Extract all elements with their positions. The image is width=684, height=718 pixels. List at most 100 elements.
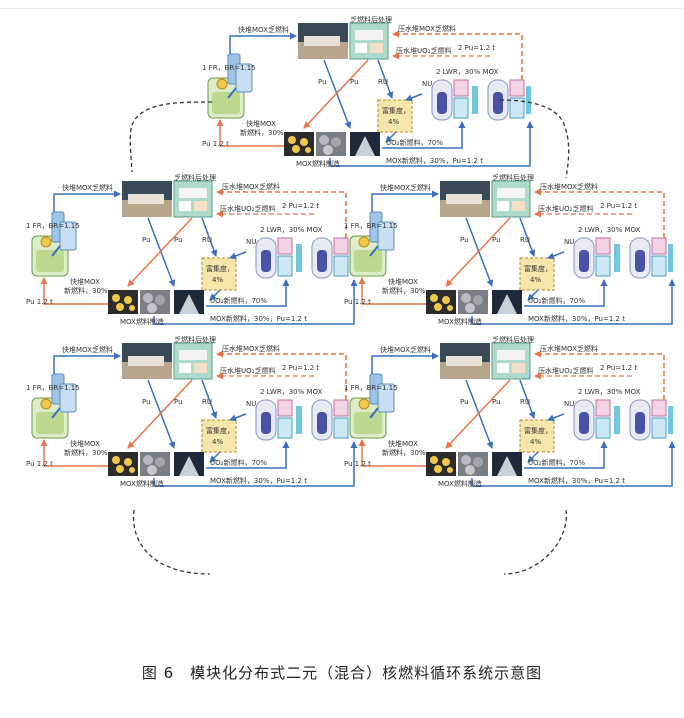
label-enrich-line1: 富集度， [206,264,234,273]
label-lwr-uo2-spent: 压水堆UO₂乏燃料 [396,46,451,55]
label-fr-label: 1 FR，BR=1.15 [344,222,398,230]
label-pu2: Pu [492,398,501,406]
label-pu-ratio: 2 Pu=1.2 t [282,202,319,210]
label-pu1: Pu [460,236,469,244]
label-ru: RU [202,236,212,244]
label-fast-mox-spent: 快堆MOX乏燃料 [62,345,113,354]
label-fast-fresh-line2: 新燃料，30% [64,448,108,457]
label-reprocess-plant: 乏燃料后处理 [492,173,534,182]
label-lwr-label: 2 LWR，30% MOX [260,388,323,396]
label-pu-amount: Pu 1.2 t [202,140,229,148]
label-fr-label: 1 FR，BR=1.15 [202,64,256,72]
label-lwr-uo2-spent: 压水堆UO₂乏燃料 [220,366,275,375]
label-fr-label: 1 FR，BR=1.15 [26,384,80,392]
label-fast-fresh-line2: 新燃料，30% [382,448,426,457]
label-pu-amount: Pu 1.2 t [26,298,53,306]
label-pu-ratio: 2 Pu=1.2 t [282,364,319,372]
label-enrich-line1: 富集度， [524,426,552,435]
label-uo2-fresh: UO₂新燃料，70% [386,138,443,147]
label-pu2: Pu [174,236,183,244]
label-uo2-fresh: UO₂新燃料，70% [210,458,267,467]
label-fast-mox-spent: 快堆MOX乏燃料 [238,25,289,34]
label-ru: RU [202,398,212,406]
label-mox-fab: MOX燃料制造 [120,479,164,488]
label-enrich-line1: 富集度， [206,426,234,435]
label-fast-fresh-line2: 新燃料，30% [64,286,108,295]
label-fast-fresh-line1: 快堆MOX [70,277,100,286]
label-nu: NU [246,238,256,246]
label-ru: RU [378,78,388,86]
label-fast-fresh-line1: 快堆MOX [70,439,100,448]
label-uo2-fresh: UO₂新燃料，70% [528,458,585,467]
label-ru: RU [520,398,530,406]
label-lwr-label: 2 LWR，30% MOX [578,226,641,234]
label-fast-mox-spent: 快堆MOX乏燃料 [380,183,431,192]
label-pu-ratio: 2 Pu=1.2 t [458,44,495,52]
label-pu1: Pu [142,236,151,244]
label-mox-fresh: MOX新燃料，30%，Pu=1.2 t [528,314,625,323]
label-fast-mox-spent: 快堆MOX乏燃料 [62,183,113,192]
label-nu: NU [422,80,432,88]
label-fr-label: 1 FR，BR=1.15 [26,222,80,230]
figure-caption: 图 6 模块化分布式二元（混合）核燃料循环系统示意图 [141,664,543,682]
label-pu-amount: Pu 1.2 t [344,460,371,468]
label-lwr-mox-spent: 压水堆MOX乏燃料 [222,344,280,353]
label-mox-fab: MOX燃料制造 [438,479,482,488]
label-fast-mox-spent: 快堆MOX乏燃料 [380,345,431,354]
label-pu1: Pu [142,398,151,406]
label-mox-fab: MOX燃料制造 [438,317,482,326]
module-connectors [129,99,570,575]
label-fast-fresh-line2: 新燃料，30% [240,128,284,137]
label-reprocess-plant: 乏燃料后处理 [174,335,216,344]
label-mox-fresh: MOX新燃料，30%，Pu=1.2 t [210,314,307,323]
label-reprocess-plant: 乏燃料后处理 [492,335,534,344]
label-uo2-fresh: UO₂新燃料，70% [210,296,267,305]
label-enrich-line2: 4% [530,438,541,446]
label-reprocess-plant: 乏燃料后处理 [350,15,392,24]
top-rule [0,8,684,9]
label-fast-fresh-line2: 新燃料，30% [382,286,426,295]
label-pu1: Pu [318,78,327,86]
label-lwr-label: 2 LWR，30% MOX [578,388,641,396]
label-lwr-mox-spent: 压水堆MOX乏燃料 [398,24,456,33]
label-mox-fab: MOX燃料制造 [120,317,164,326]
label-fast-fresh-line1: 快堆MOX [246,119,276,128]
label-lwr-label: 2 LWR，30% MOX [436,68,499,76]
label-pu1: Pu [460,398,469,406]
label-ru: RU [520,236,530,244]
label-pu2: Pu [492,236,501,244]
label-enrich-line2: 4% [530,276,541,284]
label-reprocess-plant: 乏燃料后处理 [174,173,216,182]
label-enrich-line2: 4% [212,438,223,446]
label-mox-fresh: MOX新燃料，30%，Pu=1.2 t [528,476,625,485]
label-enrich-line2: 4% [388,118,399,126]
label-lwr-mox-spent: 压水堆MOX乏燃料 [222,182,280,191]
label-enrich-line1: 富集度， [524,264,552,273]
label-fr-label: 1 FR，BR=1.15 [344,384,398,392]
label-mox-fresh: MOX新燃料，30%，Pu=1.2 t [386,156,483,165]
label-mox-fresh: MOX新燃料，30%，Pu=1.2 t [210,476,307,485]
label-nu: NU [564,238,574,246]
label-mox-fab: MOX燃料制造 [296,159,340,168]
label-lwr-uo2-spent: 压水堆UO₂乏燃料 [538,366,593,375]
label-nu: NU [246,400,256,408]
label-uo2-fresh: UO₂新燃料，70% [528,296,585,305]
label-fast-fresh-line1: 快堆MOX [388,439,418,448]
label-pu2: Pu [174,398,183,406]
label-pu-ratio: 2 Pu=1.2 t [600,364,637,372]
label-lwr-mox-spent: 压水堆MOX乏燃料 [540,344,598,353]
label-pu-amount: Pu 1.2 t [344,298,371,306]
label-lwr-mox-spent: 压水堆MOX乏燃料 [540,182,598,191]
label-fast-fresh-line1: 快堆MOX [388,277,418,286]
label-pu2: Pu [350,78,359,86]
label-lwr-uo2-spent: 压水堆UO₂乏燃料 [220,204,275,213]
label-lwr-uo2-spent: 压水堆UO₂乏燃料 [538,204,593,213]
label-pu-ratio: 2 Pu=1.2 t [600,202,637,210]
label-pu-amount: Pu 1.2 t [26,460,53,468]
